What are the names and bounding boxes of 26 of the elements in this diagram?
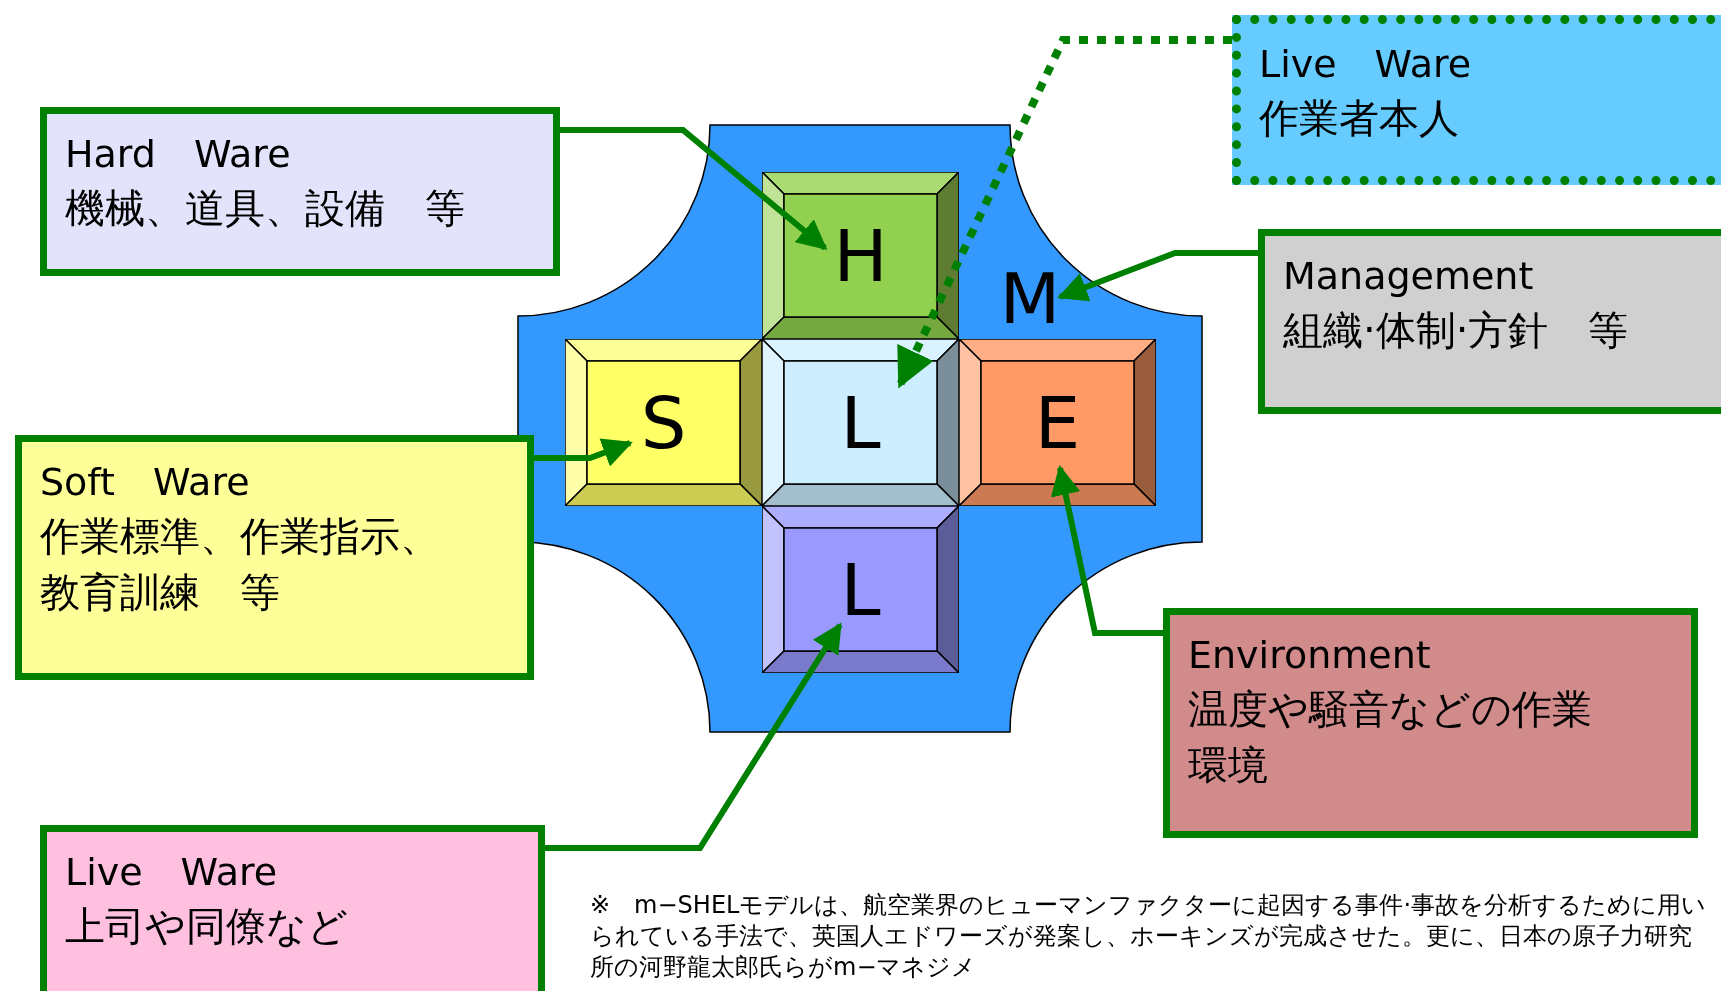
label-box — [15, 435, 534, 680]
box-text: 作業者本人 — [1259, 94, 1460, 143]
box-heading: Environment — [1188, 632, 1432, 679]
box-text: 組織·体制·方針 等 — [1283, 306, 1630, 355]
arrow — [1050, 465, 1163, 636]
arrow — [545, 622, 843, 851]
box-text: 機械、道具、設備 等 — [65, 184, 466, 233]
label-box — [40, 107, 560, 276]
arrow — [896, 36, 1232, 389]
arrow — [534, 438, 633, 467]
box-text: 上司や同僚など — [65, 902, 349, 951]
letter-label: M — [995, 262, 1065, 336]
arrow — [1057, 250, 1258, 302]
box-heading: Live Ware — [65, 849, 279, 896]
label-box — [1232, 15, 1721, 185]
label-box — [1163, 608, 1698, 838]
box-text: 温度や騒音などの作業環境 — [1188, 685, 1593, 790]
box-heading: Live Ware — [1259, 41, 1473, 88]
arrow — [560, 127, 828, 251]
label-box — [1258, 229, 1721, 414]
box-heading: Management — [1283, 253, 1535, 300]
label-box — [40, 825, 545, 991]
box-heading: Hard Ware — [65, 131, 292, 178]
box-heading: Soft Ware — [40, 459, 251, 506]
footnote: ※ m−SHELモデルは、航空業界のヒューマンファクターに起因する事件·事故を分析するために用いられている手法で、英国人エドワーズが発案し、ホーキンズが完成させた。更に、日本の原子力研究所の河野龍太郎氏らがm−マネジメ — [590, 890, 1708, 983]
box-text: 作業標準、作業指示、教育訓練 等 — [40, 512, 441, 617]
